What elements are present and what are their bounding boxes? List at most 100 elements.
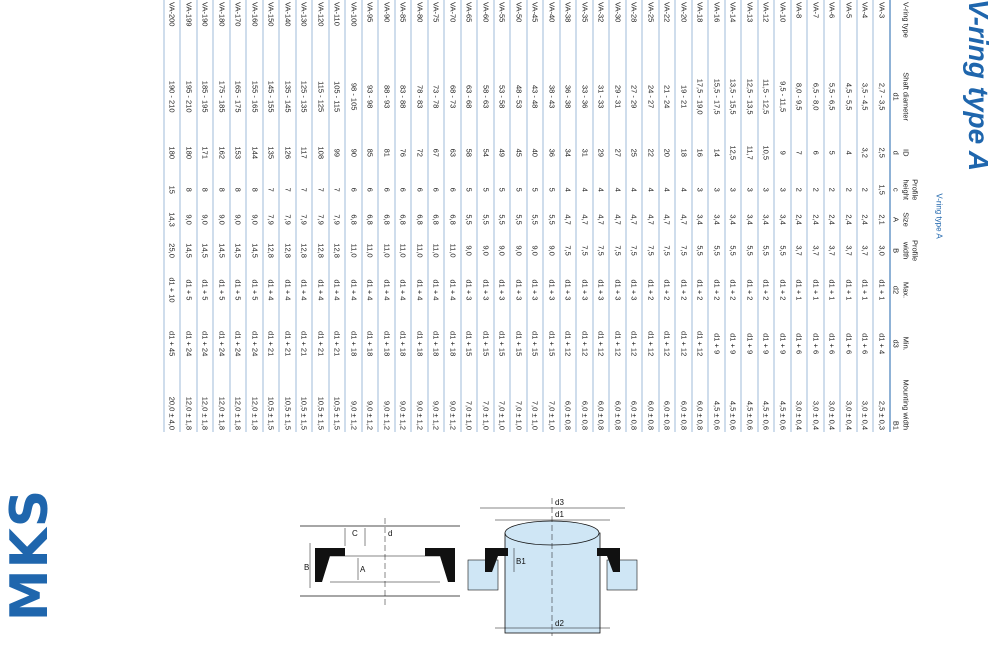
cell-c: 8 (180, 176, 197, 203)
cell-shaft: 195 - 210 (180, 64, 197, 129)
cell-b: 9,0 (526, 236, 543, 265)
cell-type: VA-6 (823, 0, 840, 65)
symbol-type (889, 0, 901, 65)
cell-b1: 12,0 ± 1,8 (196, 372, 213, 432)
cell-b: 5,5 (708, 236, 725, 265)
cell-type: VA-120 (312, 0, 329, 65)
cell-d2: d1 + 2 (741, 264, 758, 316)
cell-b: 7,5 (609, 236, 626, 265)
cell-c: 7 (279, 176, 296, 203)
mounting-drawing: d3 d1 B1 d2 (467, 498, 638, 636)
cell-c: 3 (691, 176, 708, 203)
cell-id: 54 (477, 128, 494, 177)
cell-shaft: 155 - 165 (246, 64, 263, 129)
header-shaft-diameter: Shaft diameter (901, 72, 910, 122)
cell-b: 7,5 (675, 236, 692, 265)
cell-type: VA-180 (213, 0, 230, 65)
cell-d2: d1 + 2 (724, 264, 741, 316)
cell-d2: d1 + 3 (559, 264, 576, 316)
cell-d2: d1 + 1 (840, 264, 857, 316)
cell-a: 5,5 (510, 202, 527, 237)
cell-d3: d1 + 24 (229, 315, 246, 373)
cell-type: VA-150 (262, 0, 279, 65)
cell-a: 3,4 (774, 202, 791, 237)
cell-type: VA-30 (609, 0, 626, 65)
cell-shaft: 29 - 31 (609, 64, 626, 129)
cell-shaft: 48 - 53 (510, 64, 527, 129)
cell-d3: d1 + 9 (774, 315, 791, 373)
cell-shaft: 11,5 - 12,5 (757, 64, 774, 129)
cell-a: 6,8 (361, 202, 378, 237)
cell-d3: d1 + 12 (609, 315, 626, 373)
cell-id: 63 (444, 128, 461, 177)
cell-b1: 7,0 ± 1,0 (543, 372, 560, 432)
cell-d2: d1 + 4 (444, 264, 461, 316)
cell-id: 49 (493, 128, 510, 177)
cell-shaft: 15,5 - 17,5 (708, 64, 725, 129)
cell-id: 20 (658, 128, 675, 177)
cell-shaft: 13,5 - 15,5 (724, 64, 741, 129)
cell-b1: 12,0 ± 1,8 (213, 372, 230, 432)
cell-a: 7,9 (328, 202, 345, 237)
cell-type: VA-38 (559, 0, 576, 65)
cell-shaft: 78 - 83 (411, 64, 428, 129)
cell-type: VA-80 (411, 0, 428, 65)
cell-type: VA-3 (873, 0, 890, 65)
cell-b1: 9,0 ± 1,2 (345, 372, 362, 432)
cell-id: 14 (708, 128, 725, 177)
cell-b1: 6,0 ± 0,8 (658, 372, 675, 432)
cell-a: 6,8 (345, 202, 362, 237)
cell-id: 162 (213, 128, 230, 177)
cell-type: VA-190 (196, 0, 213, 65)
cell-a: 6,8 (411, 202, 428, 237)
cell-shaft: 63 - 68 (460, 64, 477, 129)
cell-c: 7 (328, 176, 345, 203)
cell-b1: 12,0 ± 1,8 (180, 372, 197, 432)
symbol-d: d (889, 128, 901, 177)
cell-type: VA-13 (741, 0, 758, 65)
symbol-d2: d2 (889, 264, 901, 316)
cell-c: 4 (675, 176, 692, 203)
cell-b: 11,0 (361, 236, 378, 265)
cell-b1: 10,5 ± 1,5 (312, 372, 329, 432)
cell-b: 12,8 (312, 236, 329, 265)
header-profile-height: Profile height (901, 179, 919, 201)
symbol-c: c (889, 176, 901, 203)
cell-a: 9,0 (213, 202, 230, 237)
cell-b1: 9,0 ± 1,2 (427, 372, 444, 432)
cell-b1: 6,0 ± 0,8 (609, 372, 626, 432)
cell-b: 9,0 (510, 236, 527, 265)
cell-d3: d1 + 15 (460, 315, 477, 373)
cell-d3: d1 + 12 (592, 315, 609, 373)
cell-shaft: 185 - 195 (196, 64, 213, 129)
cell-shaft: 175 - 185 (213, 64, 230, 129)
cell-b: 14,5 (196, 236, 213, 265)
header-min: Min. (901, 336, 910, 351)
cell-d3: d1 + 6 (823, 315, 840, 373)
cell-a: 14,3 (163, 202, 180, 237)
cell-type: VA-55 (493, 0, 510, 65)
cell-a: 4,7 (625, 202, 642, 237)
cell-c: 8 (213, 176, 230, 203)
label-d2: d2 (555, 619, 564, 628)
cell-d3: d1 + 21 (295, 315, 312, 373)
cell-b1: 12,0 ± 1,8 (229, 372, 246, 432)
cell-type: VA-75 (427, 0, 444, 65)
cell-c: 7 (312, 176, 329, 203)
cell-shaft: 17,5 - 19,0 (691, 64, 708, 129)
cell-d2: d1 + 1 (807, 264, 824, 316)
cell-a: 6,8 (378, 202, 395, 237)
